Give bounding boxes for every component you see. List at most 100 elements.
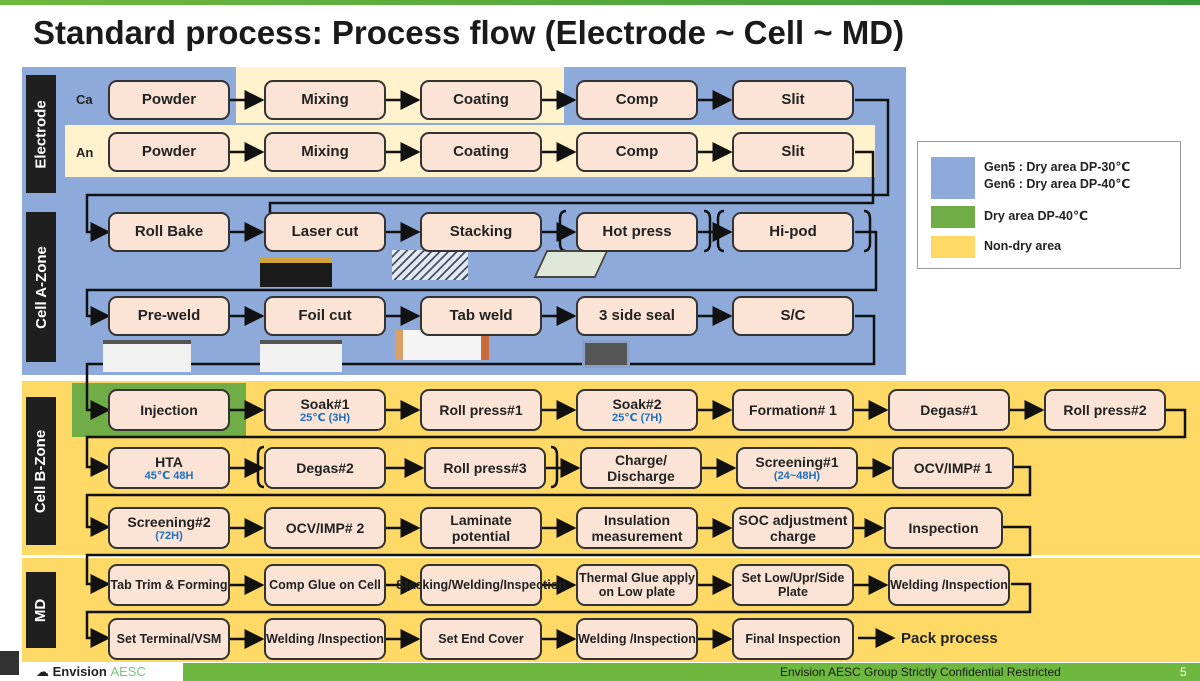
process-step-md2-2: Welding /Inspection <box>264 618 386 660</box>
pre-weld-image <box>103 340 191 372</box>
process-step-label: Screening#1 <box>755 453 839 470</box>
process-step-cella2-5: S/C <box>732 296 854 336</box>
process-step-md2-3: Set End Cover <box>420 618 542 660</box>
process-step-cellb3-4: Insulation measurement <box>576 507 698 549</box>
process-step-label: Tab weld <box>449 307 513 325</box>
footer-left-bar <box>0 651 19 675</box>
process-step-label: Screening#2 <box>127 513 211 530</box>
zone-label-cell-a: Cell A-Zone <box>26 212 56 362</box>
process-step-label: Coating <box>453 143 509 161</box>
process-step-md1-3: Stacking/Welding/Inspection <box>396 564 566 606</box>
process-step-cella1-5: Hi-pod <box>732 212 854 252</box>
process-step-ca-1: Powder <box>108 80 230 120</box>
process-step-md1-5: Set Low/Upr/Side Plate <box>732 564 854 606</box>
process-step-label: Set Low/Upr/Side Plate <box>741 570 845 599</box>
process-step-label: Welding /Inspection <box>266 631 384 646</box>
process-step-md2-1: Set Terminal/VSM <box>108 618 230 660</box>
process-step-label: Roll press#3 <box>443 459 527 476</box>
process-step-an-1: Powder <box>108 132 230 172</box>
process-step-condition: (72H) <box>155 529 183 542</box>
process-step-label: Pre-weld <box>137 307 201 325</box>
process-step-label: Stacking/Welding/Inspection <box>396 577 566 592</box>
process-step-label: Hot press <box>602 223 672 241</box>
process-step-ca-5: Slit <box>732 80 854 120</box>
legend-gen5: Gen5 : Dry area DP-30℃ <box>984 160 1131 174</box>
laser-cut-electrode-image <box>260 258 332 287</box>
process-step-label: Powder <box>141 91 197 109</box>
logo-icon: ☁ <box>36 664 49 679</box>
process-step-label: Welding /Inspection <box>890 577 1008 592</box>
process-step-cellb3-5: SOC adjustment charge <box>732 507 854 549</box>
process-step-cellb3-2: OCV/IMP# 2 <box>264 507 386 549</box>
top-accent-line <box>0 0 1200 5</box>
process-step-label: Powder <box>141 143 197 161</box>
row-tag-anode: An <box>76 145 94 160</box>
footer-green-bar <box>183 663 1200 681</box>
process-step-label: HTA <box>155 453 183 470</box>
process-step-label: Roll press#1 <box>439 401 523 418</box>
process-step-cellb3-6: Inspection <box>884 507 1003 549</box>
process-step-an-3: Coating <box>420 132 542 172</box>
process-step-cellb1-6: Degas#1 <box>888 389 1010 431</box>
process-step-label: Stacking <box>449 223 513 241</box>
process-step-label: Formation# 1 <box>749 401 837 418</box>
process-step-label: Comp Glue on Cell <box>269 577 381 592</box>
process-step-condition: (24~48H) <box>773 469 821 482</box>
legend-dry40: Dry area DP-40℃ <box>984 209 1089 223</box>
process-step-label: Set Terminal/VSM <box>116 631 222 646</box>
process-step-label: Degas#1 <box>920 401 978 418</box>
process-step-condition: 45℃ 48H <box>144 469 194 482</box>
process-step-label: Laser cut <box>291 223 359 241</box>
process-step-cella2-3: Tab weld <box>420 296 542 336</box>
process-step-condition: 25℃ (7H) <box>612 411 662 424</box>
confidential-notice: Envision AESC Group Strictly Confidentia… <box>780 665 1061 679</box>
process-step-md2-5: Final Inspection <box>732 618 854 660</box>
process-step-label: OCV/IMP# 1 <box>913 459 993 476</box>
legend-swatch-green <box>931 206 975 228</box>
hot-press-cell-image <box>533 250 609 278</box>
process-step-label: SOC adjustment charge <box>738 511 848 544</box>
process-step-cella1-3: Stacking <box>420 212 542 252</box>
process-step-label: Welding /Inspection <box>578 631 696 646</box>
process-step-cella1-1: Roll Bake <box>108 212 230 252</box>
process-step-label: Foil cut <box>298 307 352 325</box>
process-step-cellb2-6: OCV/IMP# 1 <box>892 447 1014 489</box>
process-step-label: Hi-pod <box>769 223 817 241</box>
process-step-label: Coating <box>453 91 509 109</box>
process-step-label: Comp <box>615 91 659 109</box>
process-step-cellb2-3: Roll press#3 <box>424 447 546 489</box>
legend-swatch-blue <box>931 157 975 199</box>
process-step-an-4: Comp <box>576 132 698 172</box>
process-step-cellb2-4: Charge/ Discharge <box>580 447 702 489</box>
stacking-electrode-image <box>392 250 468 280</box>
three-side-seal-image <box>582 340 630 368</box>
legend-gen6: Gen6 : Dry area DP-40℃ <box>984 177 1131 191</box>
process-step-label: Degas#2 <box>296 459 354 476</box>
process-step-label: Final Inspection <box>745 631 841 646</box>
process-step-condition: 25℃ (3H) <box>300 411 350 424</box>
process-step-label: Injection <box>140 401 198 418</box>
process-step-an-2: Mixing <box>264 132 386 172</box>
process-step-label: Inspection <box>908 519 979 536</box>
process-step-label: Mixing <box>301 91 349 109</box>
process-step-label: Laminate potential <box>450 511 512 544</box>
process-step-cellb1-3: Roll press#1 <box>420 389 542 431</box>
process-step-cella2-1: Pre-weld <box>108 296 230 336</box>
process-step-label: 3 side seal <box>599 307 675 325</box>
process-step-label: Comp <box>615 143 659 161</box>
process-step-label: Slit <box>781 143 805 161</box>
process-step-cellb1-5: Formation# 1 <box>732 389 854 431</box>
process-step-cella2-2: Foil cut <box>264 296 386 336</box>
process-step-md1-2: Comp Glue on Cell <box>264 564 386 606</box>
process-step-label: Set End Cover <box>438 631 524 646</box>
process-step-label: Mixing <box>301 143 349 161</box>
process-step-ca-4: Comp <box>576 80 698 120</box>
process-step-cellb3-3: Laminate potential <box>420 507 542 549</box>
zone-label-cell-b: Cell B-Zone <box>26 397 56 545</box>
pack-process-label: Pack process <box>901 630 998 647</box>
process-step-cellb3-1: Screening#2(72H) <box>108 507 230 549</box>
process-step-cellb1-7: Roll press#2 <box>1044 389 1166 431</box>
process-step-label: Charge/ Discharge <box>607 451 675 484</box>
